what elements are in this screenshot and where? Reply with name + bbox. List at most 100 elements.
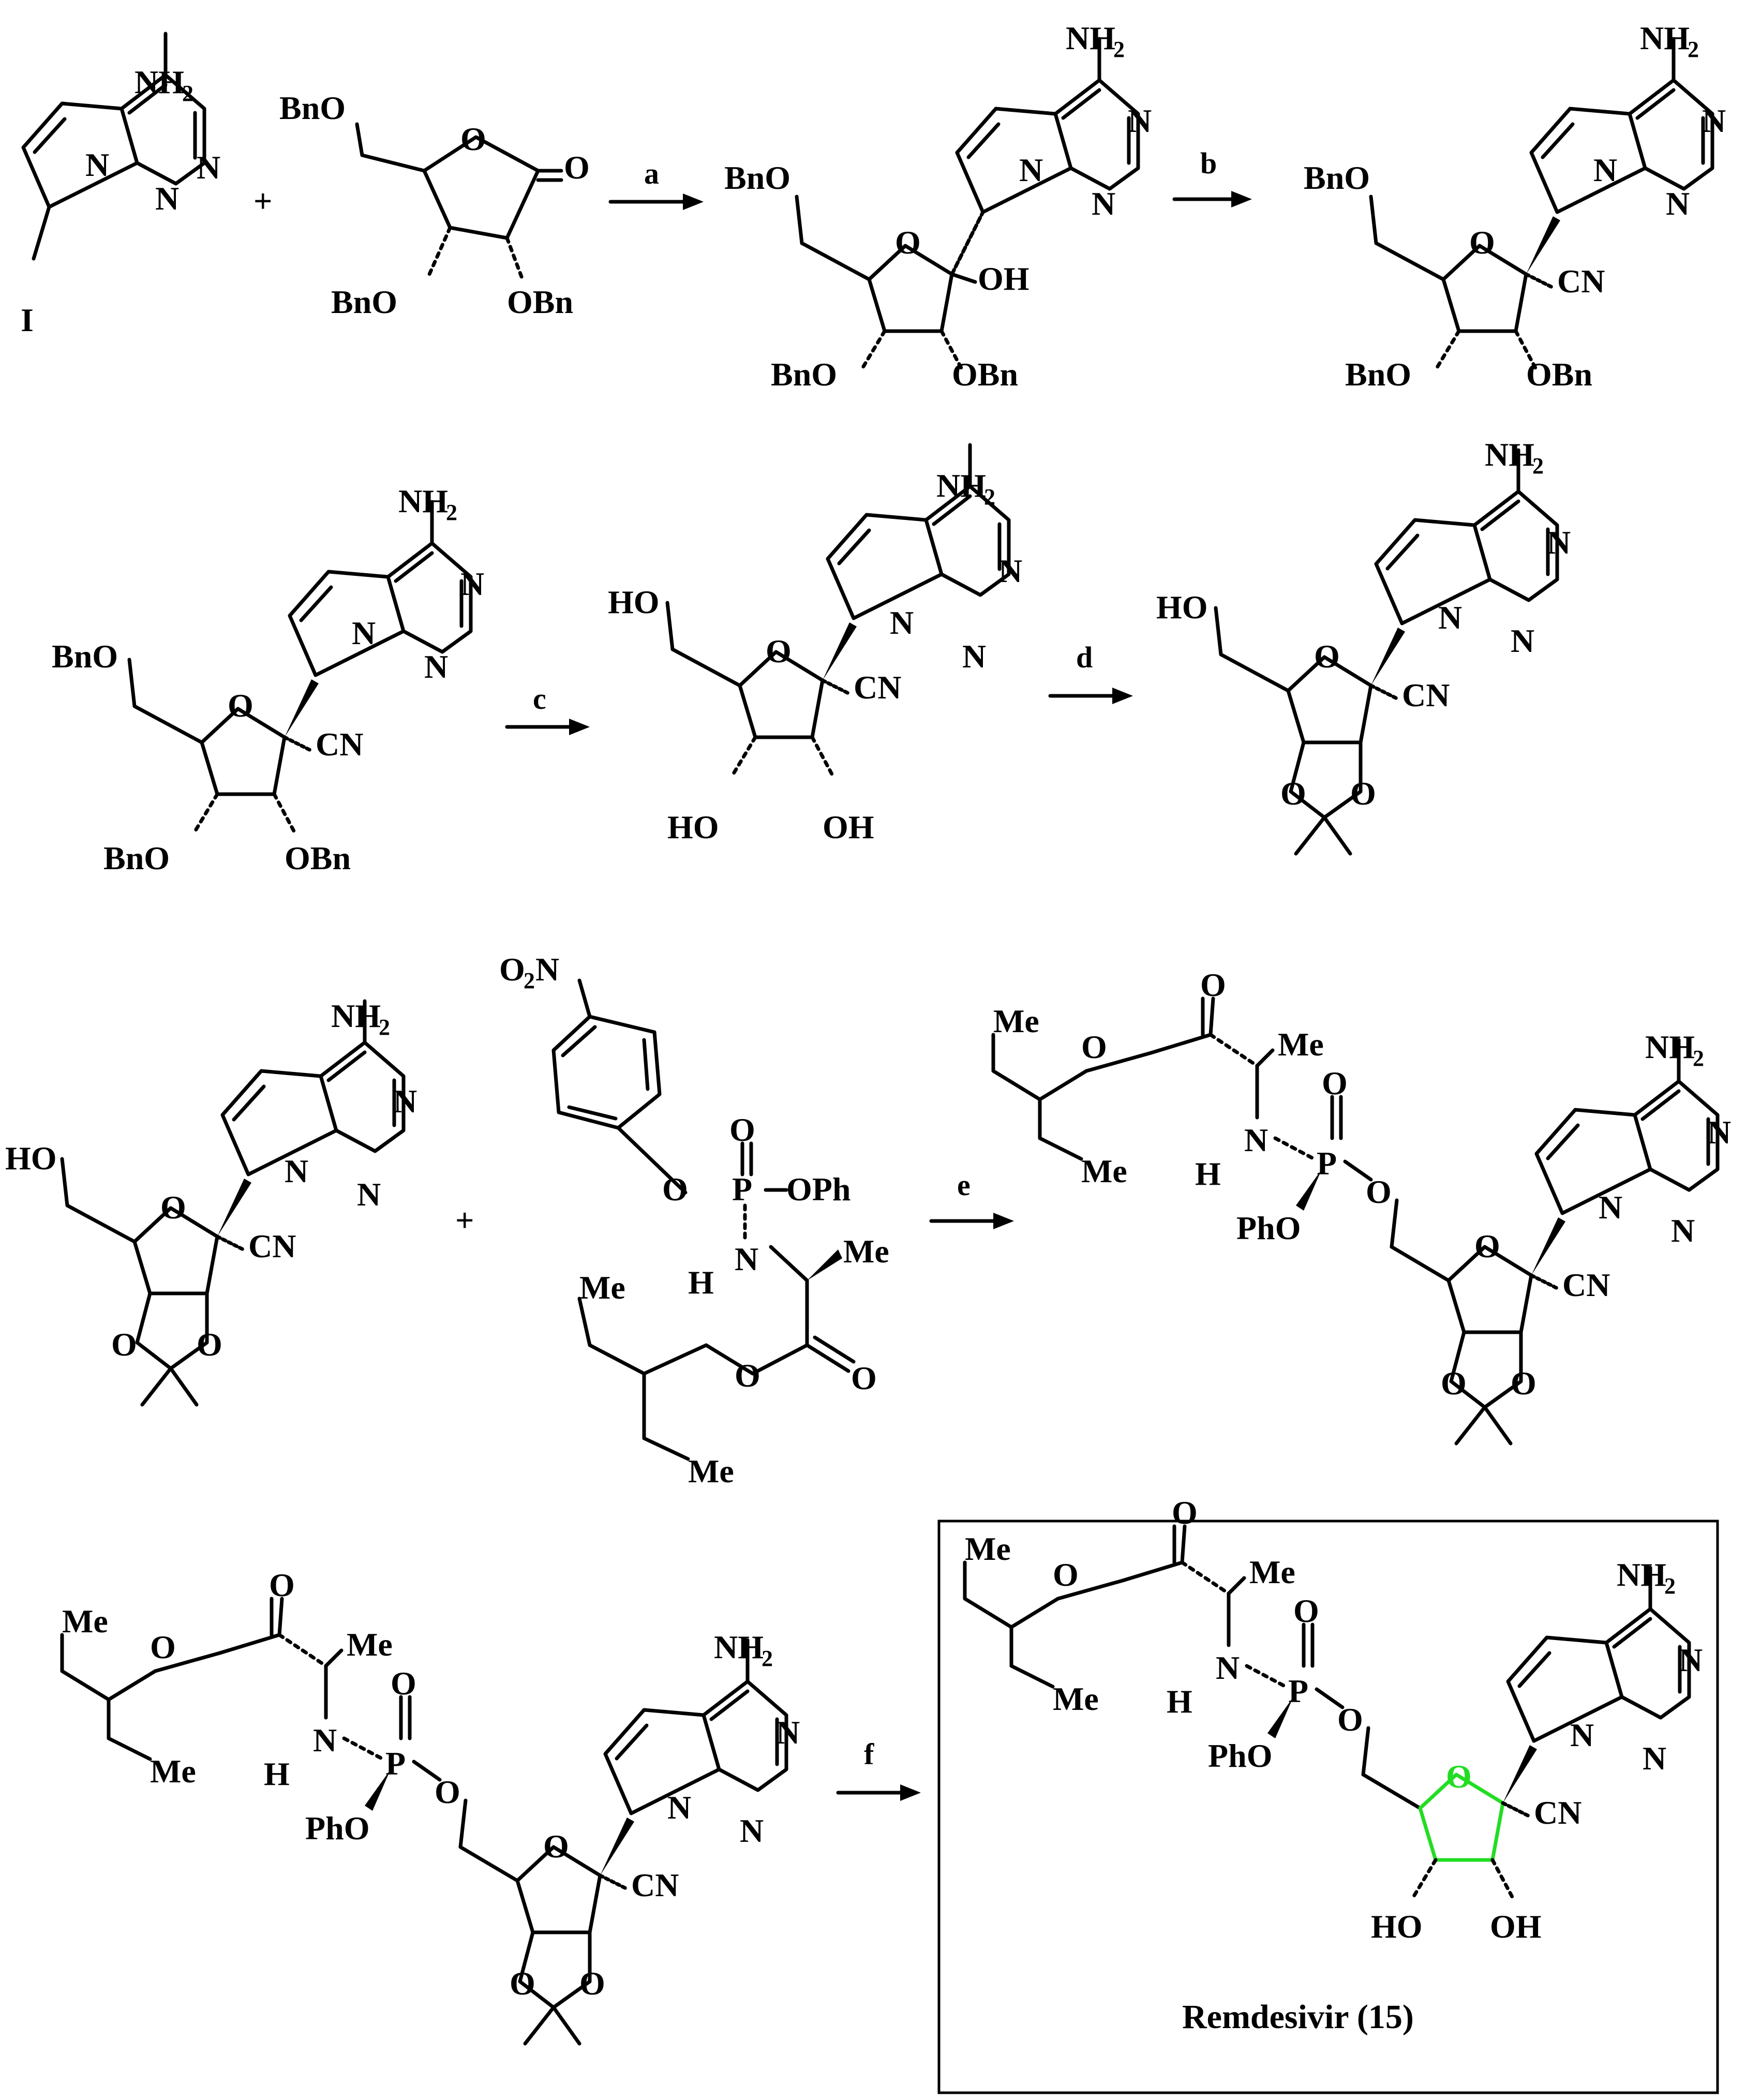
- svg-text:2: 2: [524, 968, 535, 993]
- svg-text:PhO: PhO: [1236, 1210, 1301, 1246]
- svg-text:N: N: [85, 146, 109, 183]
- tribenzyl-c-nucleoside-nitrile: [1369, 195, 1560, 372]
- iodo-heterocycle-labels: NH2 N N N: [85, 64, 220, 217]
- protected-prodrug: [991, 996, 1399, 1249]
- svg-text:O: O: [391, 1665, 416, 1702]
- svg-text:d: d: [1076, 641, 1093, 674]
- svg-text:N: N: [1593, 152, 1617, 188]
- svg-text:OH: OH: [823, 809, 874, 845]
- svg-text:2: 2: [1664, 1573, 1676, 1599]
- svg-text:2: 2: [1693, 1046, 1704, 1071]
- svg-text:O: O: [1474, 1228, 1500, 1264]
- svg-text:BnO: BnO: [1345, 356, 1411, 393]
- svg-text:N: N: [1216, 1649, 1240, 1686]
- svg-text:O: O: [851, 1360, 877, 1396]
- ribonolactone: O O BnO BnO OBn: [279, 90, 590, 320]
- svg-text:OBn: OBn: [507, 284, 573, 320]
- tribenzyl-nitrile-row2: [127, 658, 319, 835]
- svg-text:N: N: [1438, 599, 1462, 636]
- svg-text:HO: HO: [1371, 1908, 1423, 1945]
- step-d-arrow: d: [1048, 641, 1133, 704]
- svg-text:O: O: [564, 149, 590, 186]
- protected-prodrug-sugar: [1390, 1217, 1565, 1443]
- svg-text:BnO: BnO: [103, 840, 170, 876]
- svg-text:N: N: [313, 1722, 337, 1759]
- svg-text:H: H: [264, 1755, 290, 1792]
- svg-text:c: c: [533, 682, 546, 716]
- remdesivir-structure: [963, 1524, 1370, 1777]
- svg-text:O: O: [1441, 1365, 1467, 1402]
- plus-sign: +: [455, 1202, 474, 1239]
- svg-text:BnO: BnO: [331, 284, 397, 320]
- svg-text:O: O: [1511, 1365, 1536, 1402]
- svg-text:O: O: [766, 633, 792, 669]
- svg-text:NH: NH: [1645, 1029, 1695, 1065]
- svg-text:O: O: [1366, 1173, 1392, 1210]
- tribenzyl-nitrile-row2-labels: NH2 N N N O CN BnO BnO OBn: [52, 483, 484, 876]
- svg-text:N: N: [1547, 524, 1571, 561]
- svg-text:N: N: [1570, 1717, 1594, 1753]
- svg-text:N: N: [460, 565, 484, 602]
- svg-text:O: O: [269, 1567, 295, 1603]
- svg-text:N: N: [1092, 185, 1115, 222]
- svg-text:NH: NH: [331, 997, 381, 1034]
- product-box: [937, 1520, 1719, 2094]
- svg-text:O: O: [228, 687, 253, 724]
- svg-text:CN: CN: [1402, 677, 1450, 713]
- svg-text:NH: NH: [1617, 1556, 1666, 1593]
- svg-text:H: H: [1195, 1155, 1221, 1192]
- svg-text:f: f: [864, 1737, 874, 1771]
- step-a-arrow: a: [608, 157, 704, 210]
- svg-text:N: N: [357, 1176, 381, 1213]
- svg-text:N: N: [962, 638, 986, 675]
- svg-text:Me: Me: [150, 1753, 196, 1790]
- svg-text:O: O: [510, 1965, 535, 2002]
- svg-text:CN: CN: [1562, 1267, 1610, 1303]
- svg-text:2: 2: [984, 484, 995, 510]
- svg-text:OBn: OBn: [1526, 356, 1592, 393]
- svg-text:NH: NH: [1640, 20, 1690, 56]
- triol-nitrile: [665, 601, 857, 778]
- acetonide-nitrile-row3: [60, 1157, 251, 1405]
- step-c-arrow: c: [505, 682, 590, 735]
- svg-text:O: O: [111, 1326, 137, 1363]
- svg-text:O: O: [1081, 1029, 1107, 1065]
- svg-text:2: 2: [182, 81, 193, 106]
- svg-text:CN: CN: [1534, 1794, 1581, 1831]
- svg-text:H: H: [1167, 1683, 1192, 1720]
- svg-text:N: N: [1671, 1212, 1695, 1249]
- svg-text:OH: OH: [1490, 1908, 1542, 1945]
- svg-text:N: N: [735, 1241, 758, 1277]
- hemiketal-intermediate: [795, 195, 985, 372]
- acetonide-nitrile-row3-labels: NH2 N N N O CN HO O O: [5, 997, 417, 1363]
- remdesivir-labels: Me Me O O Me N H P O O PhO NH2 N N N O C…: [965, 1494, 1703, 1945]
- svg-text:O: O: [1446, 1758, 1472, 1795]
- svg-text:BnO: BnO: [1304, 159, 1370, 196]
- svg-text:N: N: [1679, 1642, 1703, 1678]
- svg-text:2: 2: [1113, 37, 1125, 62]
- svg-text:O: O: [1293, 1592, 1319, 1629]
- svg-text:CN: CN: [854, 669, 901, 706]
- svg-text:HO: HO: [608, 584, 660, 620]
- svg-text:2: 2: [1688, 37, 1699, 62]
- protected-prodrug-row4-sugar: [458, 1818, 634, 2044]
- svg-text:CN: CN: [1557, 263, 1605, 300]
- svg-text:O: O: [1053, 1556, 1079, 1593]
- svg-text:P: P: [385, 1745, 406, 1782]
- svg-text:Me: Me: [843, 1233, 889, 1270]
- svg-text:CN: CN: [631, 1867, 679, 1903]
- svg-text:2: 2: [379, 1015, 390, 1040]
- svg-text:O: O: [1322, 1065, 1348, 1101]
- svg-text:N: N: [1702, 102, 1726, 139]
- acetonide-nitrile: [1214, 606, 1405, 854]
- svg-text:N: N: [1244, 1122, 1268, 1158]
- svg-text:PhO: PhO: [1208, 1737, 1272, 1774]
- svg-text:NH: NH: [714, 1629, 764, 1665]
- svg-text:Me: Me: [993, 1003, 1039, 1039]
- svg-text:N: N: [155, 180, 179, 217]
- svg-text:N: N: [535, 951, 559, 988]
- svg-text:OPh: OPh: [786, 1171, 850, 1208]
- svg-text:P: P: [1288, 1673, 1308, 1709]
